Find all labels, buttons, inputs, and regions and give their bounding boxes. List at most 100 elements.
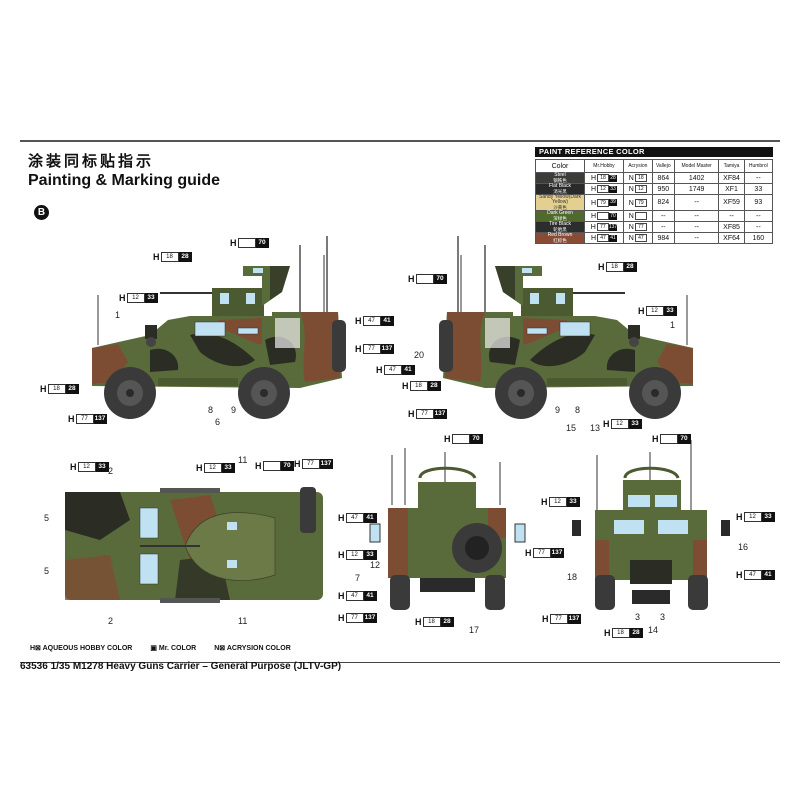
mr-color-code: 70 — [255, 238, 269, 248]
callout-prefix: H — [40, 383, 47, 394]
mr-color-code: 33 — [628, 419, 642, 429]
hobby-code — [415, 274, 434, 284]
callout-prefix: H — [408, 273, 415, 284]
vallejo-code: 984 — [651, 232, 675, 244]
decal-number: 3 — [660, 612, 666, 622]
mr-color-code: 33 — [663, 306, 677, 316]
decal-number: 11 — [238, 616, 248, 626]
column-header: Humbrol — [743, 159, 774, 173]
title-chinese: 涂装同标贴指示 — [28, 152, 155, 170]
callout-prefix: H — [736, 511, 743, 522]
callout-prefix: H — [355, 315, 362, 326]
hobby-code: 47 — [383, 365, 402, 375]
callout-prefix: H — [68, 413, 75, 424]
humbrol-code: 33 — [743, 183, 774, 195]
mr-color-code: 28 — [178, 252, 192, 262]
callout-prefix: H — [542, 613, 549, 624]
callout-prefix: H — [230, 237, 237, 248]
color-swatch: Sandy Yellow(Dark Yellow)沙黄色 — [535, 194, 585, 211]
guide-frame — [20, 140, 780, 663]
mr-color-code: 137 — [319, 459, 333, 469]
callout-prefix: H — [525, 547, 532, 558]
scheme-badge: B — [34, 205, 49, 220]
hobby-code: 47 — [345, 513, 364, 523]
column-header: Tamiya — [718, 159, 745, 173]
decal-number: 13 — [590, 423, 601, 433]
legend-aqueous-hobby: H⊠ AQUEOUS HOBBY COLOR — [30, 645, 133, 652]
color-name-cn: 深绿色 — [553, 216, 567, 221]
callout-prefix: H — [355, 343, 362, 354]
acrysion-code: N — [622, 210, 653, 222]
hobby-code: 47 — [743, 570, 762, 580]
humbrol-code: 160 — [743, 232, 774, 244]
mr-color-code: 33 — [566, 497, 580, 507]
color-name: Dark Green — [547, 210, 573, 216]
mr-color-code: 28 — [427, 381, 441, 391]
legend-acrysion: N⊠ ACRYSION COLOR — [214, 645, 291, 652]
hobby-code: 77 — [532, 548, 551, 558]
column-header: Vallejo — [651, 159, 675, 173]
mr-color-code: 33 — [95, 462, 109, 472]
decal-number: 2 — [108, 616, 114, 626]
legend-mr-color: ▣ Mr. COLOR — [150, 645, 197, 652]
decal-number: 9 — [231, 405, 237, 415]
column-header: Color — [535, 159, 585, 173]
decal-number: 15 — [566, 423, 577, 433]
hobby-code: 18 — [611, 628, 630, 638]
tamiya-code: XF84 — [718, 172, 745, 184]
top-view — [65, 487, 323, 603]
side-view-right — [438, 235, 694, 420]
mr-color-code: 70 — [469, 434, 483, 444]
decal-number: 9 — [555, 405, 561, 415]
model-master-code: -- — [673, 232, 720, 244]
decal-number: 8 — [208, 405, 214, 415]
mr-color-code: 28 — [623, 262, 637, 272]
vallejo-code: 950 — [651, 183, 675, 195]
decal-number: 2 — [108, 466, 114, 476]
callout-prefix: H — [603, 418, 610, 429]
vallejo-code: 824 — [651, 194, 675, 211]
hobby-code — [451, 434, 470, 444]
decal-number: 1 — [670, 320, 676, 330]
tamiya-code: XF1 — [718, 183, 745, 195]
hobby-code: 12 — [77, 462, 96, 472]
hobby-code: 12 — [126, 293, 145, 303]
mr-color-code: 33 — [221, 463, 235, 473]
color-name: Red Brown — [547, 232, 573, 238]
color-name-cn: 钢铁色 — [553, 178, 567, 183]
rear-view — [369, 448, 526, 610]
mr-color-code: 41 — [761, 570, 775, 580]
model-master-code: -- — [673, 221, 720, 233]
decal-number: 12 — [370, 560, 381, 570]
color-name-cn: 轮胎黑 — [553, 227, 567, 232]
callout-prefix: H — [255, 460, 262, 471]
hobby-code: 18 — [47, 384, 66, 394]
decal-number: 3 — [635, 612, 641, 622]
